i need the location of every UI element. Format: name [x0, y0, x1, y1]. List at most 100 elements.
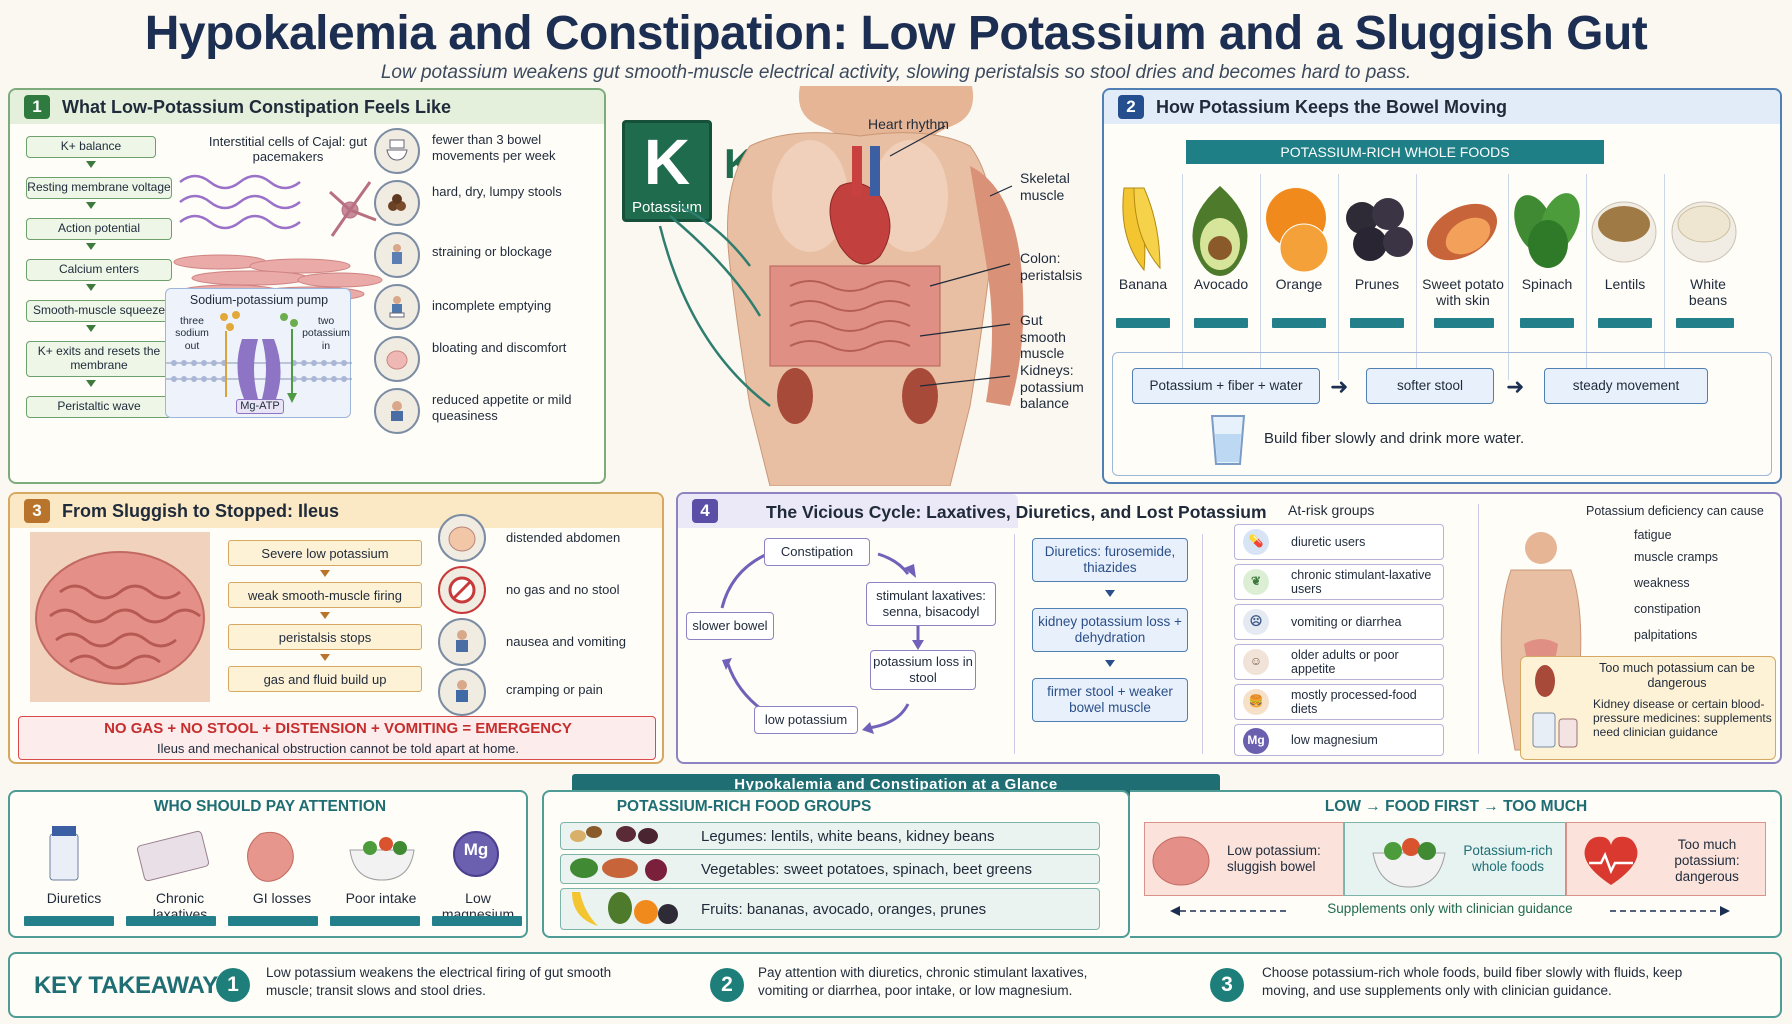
vegetables-icon [570, 858, 667, 881]
deficiency-item: constipation [1634, 602, 1701, 616]
anatomy-center: K Potassium K+ Heart rhythm Skeletal mus… [620, 86, 1090, 486]
chain-step-1: Potassium + fiber + water [1132, 368, 1320, 404]
takeaway-number: 1 [216, 968, 250, 1002]
section-3-header: 3 From Sluggish to Stopped: Ileus [10, 494, 662, 528]
takeaway-number: 3 [1210, 968, 1244, 1002]
page-subtitle: Low potassium weakens gut smooth-muscle … [380, 62, 1412, 83]
risk-group-text: chronic stimulant-laxative users [1291, 567, 1432, 596]
flow-arrow-icon [86, 161, 96, 168]
flow-arrow-icon [1105, 660, 1115, 667]
symptom-text: incomplete emptying [432, 298, 552, 313]
supplement-note: Supplements only with clinician guidance [1290, 901, 1610, 916]
balance-too-much: Too much potassium: dangerous [1566, 822, 1766, 896]
section-1-title: What Low-Potassium Constipation Feels Li… [62, 96, 452, 117]
food-separator [1416, 174, 1417, 380]
symptom-text: reduced appetite or mild queasiness [432, 392, 572, 423]
flow-arrow-icon [320, 612, 330, 619]
attention-bar [126, 916, 216, 926]
cycle-stimulant-laxatives: stimulant laxatives: senna, bisacodyl [866, 582, 996, 626]
flow-arrow-icon [86, 325, 96, 332]
flow-arrow-icon [320, 570, 330, 577]
flow-arrow-icon [86, 380, 96, 387]
symptom-text: fewer than 3 bowel movements per week [432, 132, 556, 163]
pump-box: Sodium-potassium pump three sodium out t… [165, 288, 352, 418]
diuretic-bottle-icon [49, 826, 79, 881]
food-groups-panel: POTASSIUM-RICH FOOD GROUPS Legumes: lent… [542, 790, 1130, 938]
risk-group-item: ❦ chronic stimulant-laxative users [1234, 564, 1444, 600]
diuretic-step-2: kidney potassium loss + dehydration [1032, 608, 1188, 652]
food-bar [1676, 318, 1734, 328]
emergency-text: NO GAS + NO STOOL + DISTENSION + VOMITIN… [104, 720, 572, 737]
label-skeletal-muscle: Skeletal muscle [1020, 170, 1070, 203]
section-3-panel: 3 From Sluggish to Stopped: Ileus Severe… [8, 492, 664, 764]
food-separator [1338, 174, 1339, 380]
attention-panel: WHO SHOULD PAY ATTENTION Mg Diuretics Ch… [8, 790, 528, 938]
magnesium-icon [453, 831, 499, 877]
straining-person-icon [374, 232, 420, 278]
section-4-divider [1478, 504, 1479, 754]
lentils-icon [1591, 201, 1657, 263]
senna-leaf-icon: ❦ [1243, 569, 1269, 595]
food-separator [1586, 174, 1587, 380]
mg-symbol: Mg [463, 840, 489, 859]
deficiency-item: palpitations [1634, 628, 1698, 642]
attention-poor-intake: Poor intake [345, 890, 417, 906]
label-heart-rhythm: Heart rhythm [868, 116, 949, 132]
food-illustrations [1122, 186, 1737, 276]
symptom-text: straining or blockage [432, 244, 552, 259]
section-4-panel: 4 The Vicious Cycle: Laxatives, Diuretic… [676, 492, 1782, 764]
balance-food-text: Potassium-rich whole foods [1463, 843, 1553, 874]
white-beans-icon [1671, 201, 1737, 263]
flow-arrow-icon [86, 202, 96, 209]
vomiting-person-icon [438, 618, 486, 666]
salad-bowl-icon [1372, 838, 1446, 888]
fiber-water-tip: Build fiber slowly and drink more water. [1264, 430, 1525, 447]
food-separator [1260, 174, 1261, 380]
kidney-supplement-icon [1532, 665, 1578, 748]
potassium-element-tile: K Potassium [622, 120, 712, 222]
section-4-title: The Vicious Cycle: Laxatives, Diuretics,… [766, 502, 1267, 522]
cycle-constipation: Constipation [764, 538, 870, 566]
food-separator [1182, 174, 1183, 380]
prunes-icon [1346, 198, 1413, 261]
deficiency-title: Potassium deficiency can cause [1586, 504, 1764, 518]
sluggish-bowel-icon [1152, 836, 1210, 886]
food-bar [1194, 318, 1248, 328]
food-group-icons [570, 826, 678, 926]
risk-group-text: vomiting or diarrhea [1291, 614, 1402, 629]
balance-panel: LOW → FOOD FIRST → TOO MUCH Low potassiu… [1130, 790, 1782, 938]
risk-group-item: 🍔 mostly processed-food diets [1234, 684, 1444, 720]
symptom-text: bloating and discomfort [432, 340, 567, 355]
food-bar [1598, 318, 1652, 328]
section-1-header: 1 What Low-Potassium Constipation Feels … [10, 90, 604, 124]
attention-bar [330, 916, 420, 926]
food-bar [1116, 318, 1170, 328]
sitting-person-icon [374, 284, 420, 330]
fruits-icon [572, 892, 678, 926]
food-banana: Banana [1118, 276, 1168, 292]
emergency-box: NO GAS + NO STOOL + DISTENSION + VOMITIN… [18, 716, 656, 760]
label-gut-smooth-muscle: Gut smooth muscle [1020, 312, 1066, 362]
section-2-number: 2 [1118, 95, 1144, 119]
risk-group-item: 💊diuretic users [1234, 524, 1444, 560]
vomiting-icon: ☹ [1243, 609, 1269, 635]
risk-group-text: mostly processed-food diets [1291, 687, 1417, 716]
ileus-sign-text: nausea and vomiting [506, 634, 626, 649]
cycle-low-potassium: low potassium [754, 706, 858, 734]
attention-diuretics: Diuretics [46, 890, 102, 906]
ileus-flow-2: weak smooth-muscle firing [228, 582, 422, 608]
takeaways-title: KEY TAKEAWAYS [34, 972, 234, 999]
section-2-title: How Potassium Keeps the Bowel Moving [1156, 96, 1508, 117]
queasy-person-icon [374, 388, 420, 434]
element-symbol: K [643, 126, 691, 198]
laxative-blister-icon [136, 830, 210, 882]
gi-tract-icon [247, 831, 294, 882]
processed-food-icon: 🍔 [1243, 689, 1269, 715]
food-orange: Orange [1275, 276, 1323, 292]
heart-warning-icon [1584, 836, 1638, 885]
section-1-panel: 1 What Low-Potassium Constipation Feels … [8, 88, 606, 484]
too-much-note: Kidney disease or certain blood-pressure… [1593, 697, 1772, 740]
deficiency-item: muscle cramps [1634, 550, 1719, 564]
bloated-stomach-icon [374, 336, 420, 382]
